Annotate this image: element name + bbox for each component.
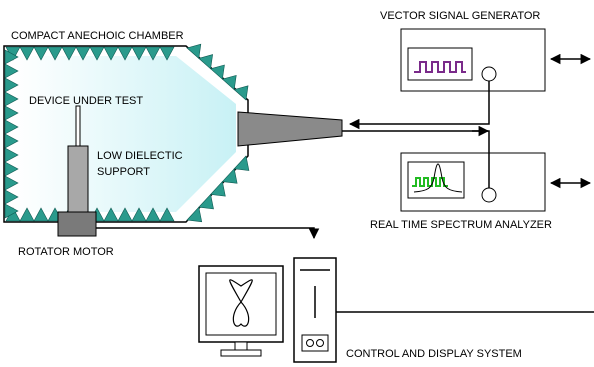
monitor-neck bbox=[234, 341, 248, 351]
absorber-cone bbox=[209, 180, 226, 197]
chamber-label: COMPACT ANECHOIC CHAMBER bbox=[11, 30, 184, 42]
absorber-cone bbox=[19, 207, 35, 222]
absorber-cone bbox=[4, 203, 19, 219]
absorber-cone bbox=[4, 189, 19, 205]
absorber-cone bbox=[186, 206, 203, 223]
absorber-cone bbox=[233, 85, 249, 101]
real-time-spectrum-analyzer bbox=[400, 152, 546, 212]
absorber-cone bbox=[4, 175, 19, 191]
absorber-cones bbox=[4, 43, 250, 223]
vsg-square-wave-trace bbox=[414, 61, 466, 73]
absorber-cone bbox=[33, 207, 49, 222]
absorber-cone bbox=[145, 207, 161, 222]
absorber-cone bbox=[33, 46, 49, 61]
absorber-cone bbox=[117, 207, 133, 222]
chamber-wall bbox=[3, 45, 249, 223]
absorber-cone bbox=[61, 46, 77, 61]
rtsa-spectrum-peak bbox=[413, 163, 463, 193]
absorber-cone bbox=[221, 168, 238, 184]
absorber-cone bbox=[117, 46, 133, 61]
rtsa-label: REAL TIME SPECTRUM ANALYZER bbox=[370, 219, 552, 231]
vsg-label: VECTOR SIGNAL GENERATOR bbox=[380, 10, 540, 22]
absorber-cone bbox=[131, 46, 147, 61]
tower-button-left bbox=[306, 339, 314, 347]
absorber-cone bbox=[145, 46, 161, 61]
low-dielectric-support bbox=[67, 145, 89, 213]
absorber-cone bbox=[221, 74, 237, 91]
absorber-cone bbox=[4, 49, 19, 65]
horn-antenna bbox=[237, 111, 343, 147]
absorber-cone bbox=[4, 91, 19, 107]
absorber-cone bbox=[19, 46, 35, 61]
rotator-label: ROTATOR MOTOR bbox=[18, 246, 114, 258]
chamber-interior bbox=[14, 56, 236, 212]
absorber-cone bbox=[89, 46, 105, 61]
tower-button-right bbox=[316, 339, 324, 347]
absorber-cone bbox=[159, 46, 175, 61]
control-and-display-system bbox=[198, 257, 337, 363]
rotator-motor bbox=[57, 211, 97, 237]
absorber-cone bbox=[4, 147, 19, 163]
rtsa-input-port bbox=[481, 187, 497, 203]
support-label-line2: SUPPORT bbox=[97, 166, 150, 178]
rtsa-time-trace bbox=[412, 177, 448, 187]
vector-signal-generator bbox=[400, 28, 546, 92]
tower-button-panel bbox=[301, 334, 329, 352]
support-label-line1: LOW DIELECTIC bbox=[97, 150, 183, 162]
control-label: CONTROL AND DISPLAY SYSTEM bbox=[346, 348, 522, 360]
absorber-cone bbox=[198, 193, 214, 210]
absorber-cone bbox=[4, 133, 19, 149]
monitor-base bbox=[220, 349, 262, 357]
anechoic-chamber bbox=[3, 43, 250, 223]
monitor-screen bbox=[205, 272, 277, 336]
radiation-pattern-plot bbox=[229, 279, 253, 327]
motor-control-line bbox=[96, 227, 320, 240]
absorber-cone bbox=[47, 46, 63, 61]
absorber-cone bbox=[159, 207, 175, 222]
vsg-to-horn-line bbox=[348, 81, 490, 130]
absorber-cone bbox=[4, 161, 19, 177]
absorber-cone bbox=[103, 46, 119, 61]
absorber-cone bbox=[75, 46, 91, 61]
absorber-cone bbox=[209, 64, 225, 80]
absorber-cone bbox=[198, 54, 213, 70]
absorber-cone bbox=[4, 77, 19, 93]
absorber-cone bbox=[233, 155, 250, 171]
dut-label: DEVICE UNDER TEST bbox=[29, 95, 143, 107]
absorber-cone bbox=[186, 43, 202, 59]
absorber-cone bbox=[4, 119, 19, 135]
vsg-output-port bbox=[481, 66, 497, 82]
absorber-cone bbox=[4, 63, 19, 79]
device-under-test bbox=[75, 105, 81, 149]
absorber-cone bbox=[103, 207, 119, 222]
absorber-cone bbox=[131, 207, 147, 222]
absorber-cone bbox=[4, 105, 19, 121]
